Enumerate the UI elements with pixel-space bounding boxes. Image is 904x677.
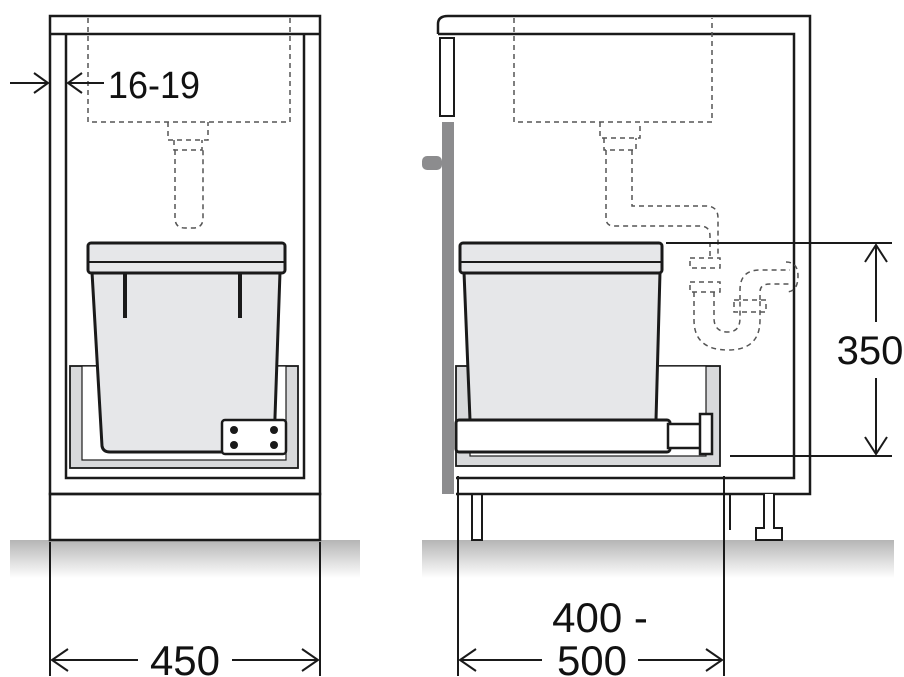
side-view [422, 14, 812, 541]
front-plinth [48, 492, 322, 542]
side-countertop [436, 14, 812, 496]
cabinet-width-label: 450 [150, 637, 220, 677]
floor-right [422, 540, 894, 578]
cabinet-width-dimension [49, 542, 321, 676]
bin-height-label: 350 [837, 329, 904, 373]
cabinet-depth-label-line1: 400 - [552, 594, 648, 641]
side-sink-hidden [513, 18, 799, 351]
side-door-panel [442, 122, 454, 494]
wall-thickness-label: 16-19 [108, 65, 200, 107]
side-door-top [439, 37, 455, 117]
side-bin-lid [458, 241, 664, 275]
front-waste-bin [86, 241, 288, 456]
wall-thickness-dimension [10, 72, 104, 94]
floor-left [10, 540, 360, 578]
side-slide-rail [454, 418, 672, 454]
side-waste-bin [454, 241, 714, 456]
front-bin-lid [86, 241, 287, 275]
front-sink-hidden [87, 18, 291, 229]
front-cabinet-inner-wall [64, 34, 306, 480]
side-door-handle [422, 156, 442, 170]
side-adjustable-foot [755, 494, 783, 541]
cabinet-depth-label-line2: 500 [557, 637, 627, 677]
front-mounting-plate [220, 418, 288, 456]
front-view [48, 14, 322, 542]
cabinet-depth-dimension [457, 476, 725, 676]
bin-height-dimension [666, 242, 892, 457]
